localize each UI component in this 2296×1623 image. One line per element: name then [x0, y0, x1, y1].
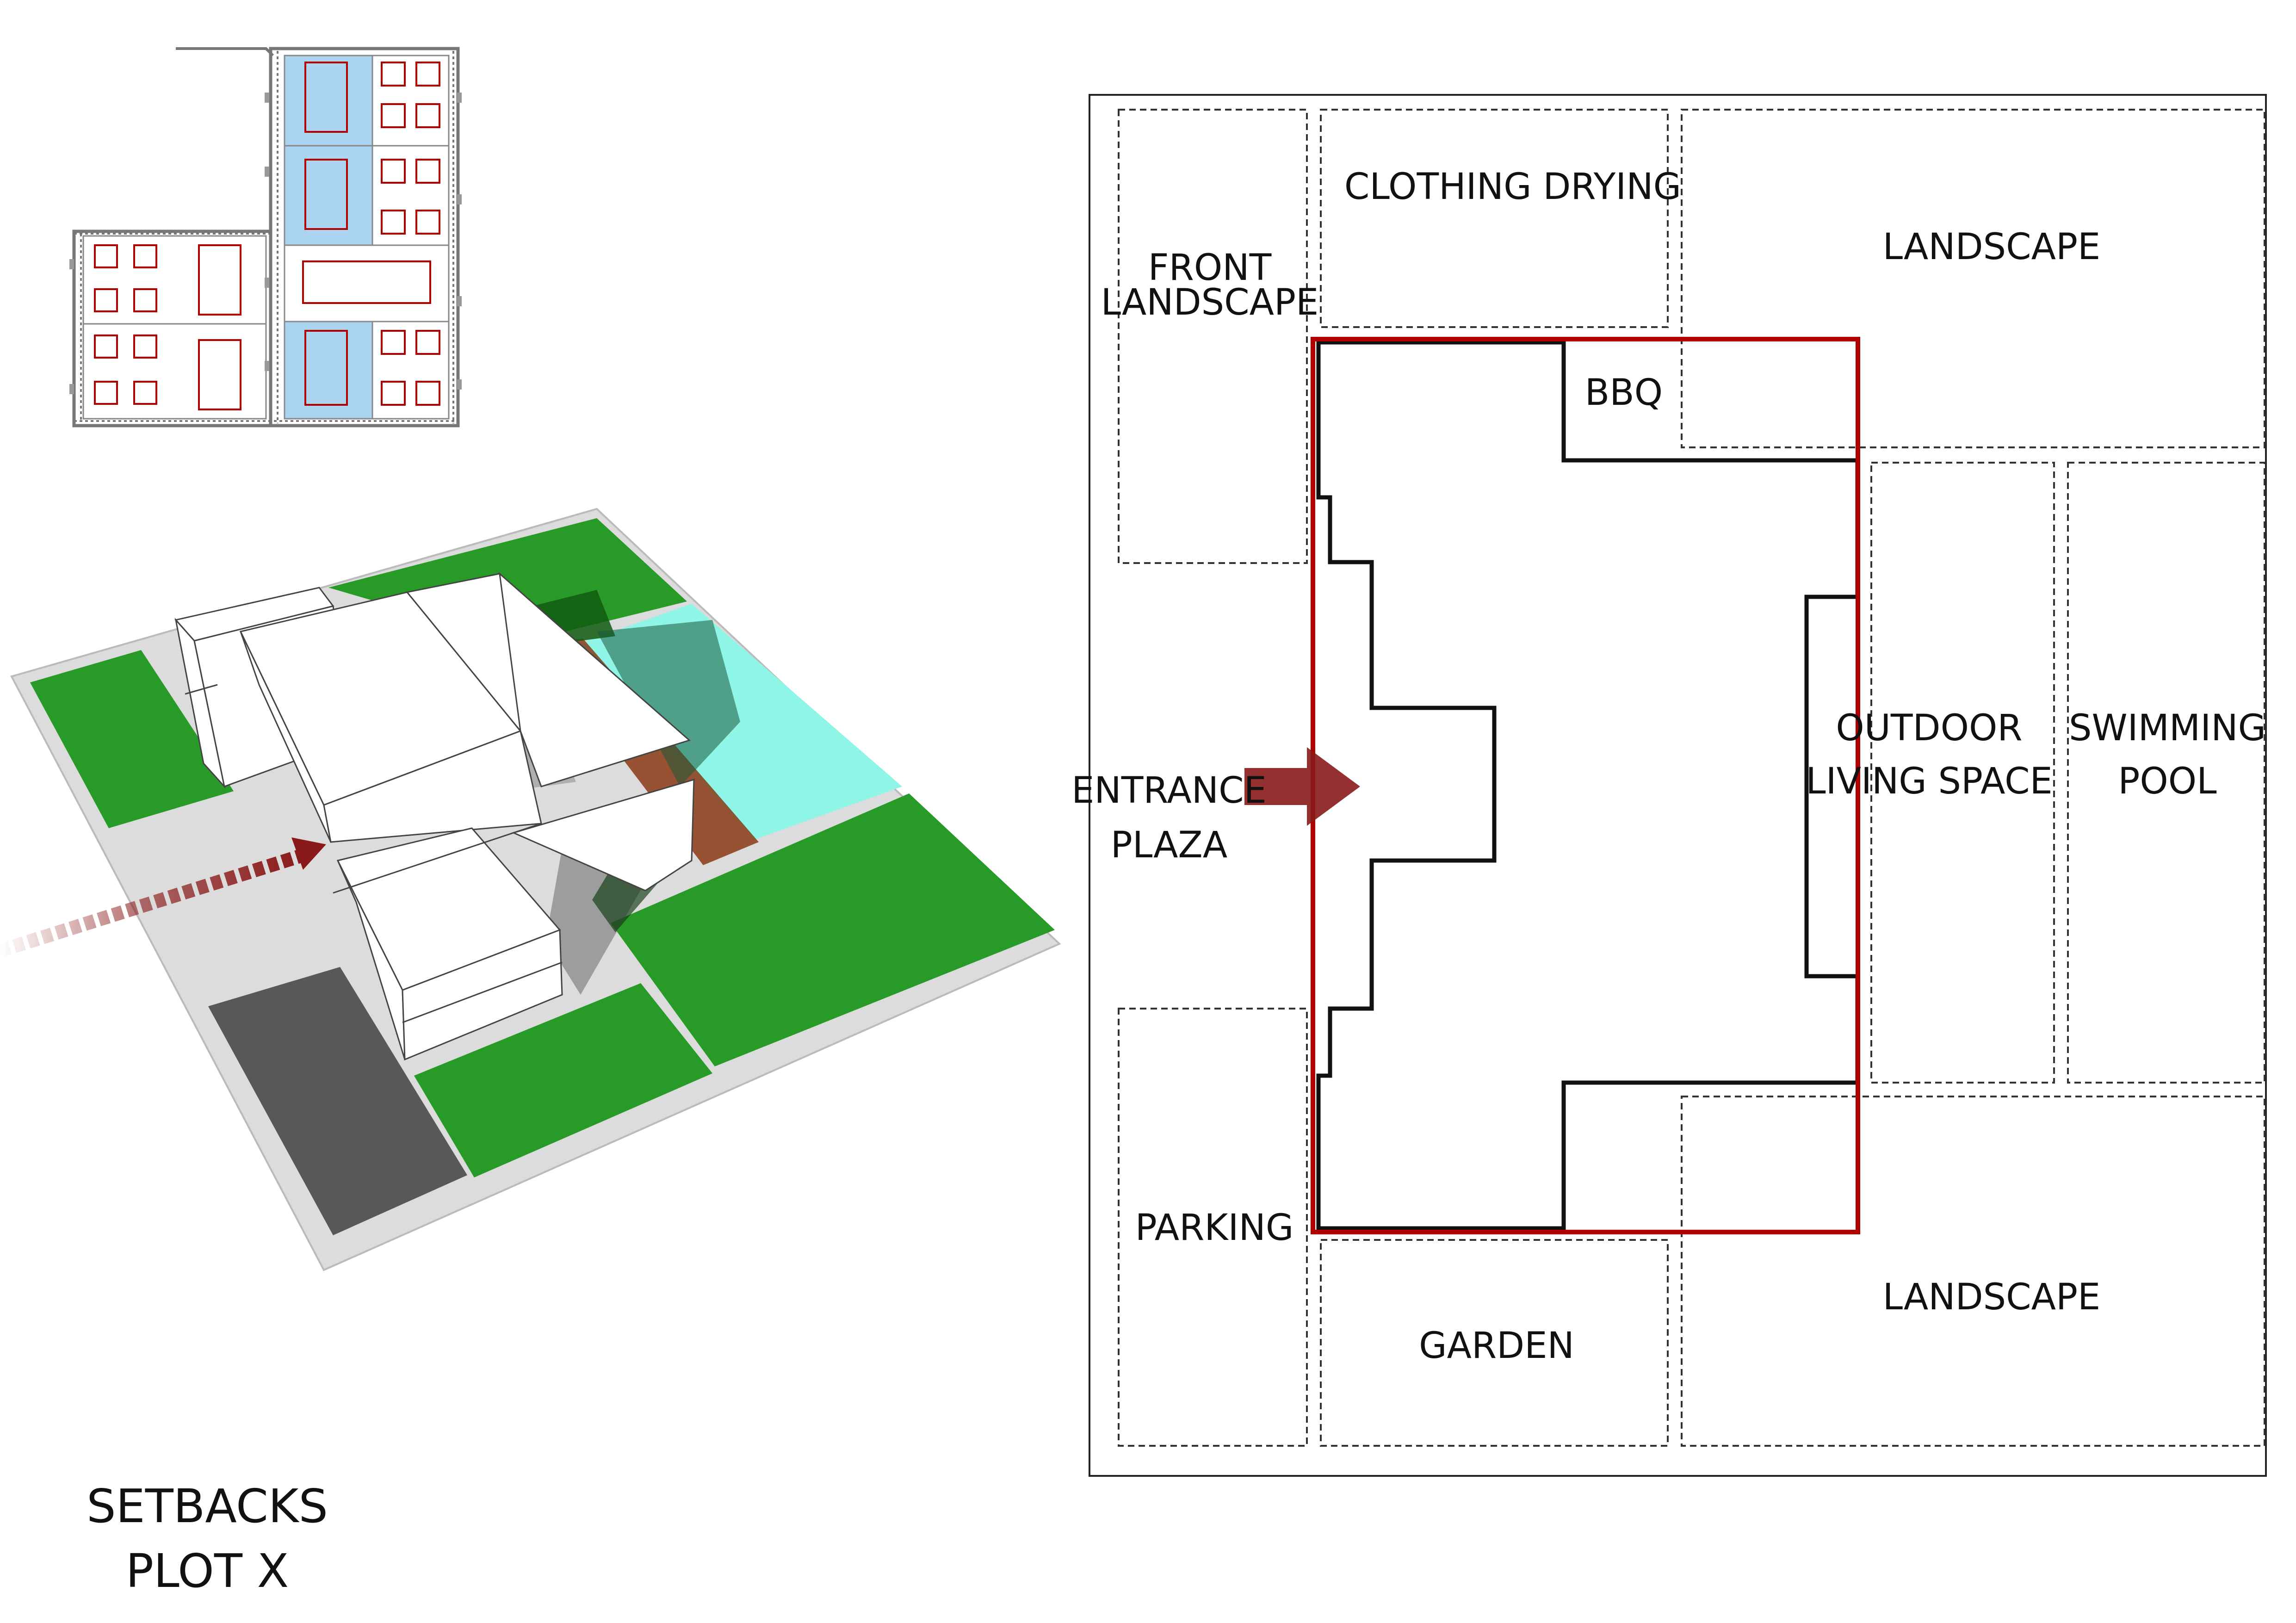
- zone-front-landscape: [1118, 109, 1308, 564]
- building-mass: [498, 572, 691, 787]
- title-line-2: PLOT X: [126, 1544, 289, 1598]
- label-swimming-pool: POOL: [2118, 761, 2217, 802]
- label-clothing-drying: CLOTHING DRYING: [1344, 166, 1681, 208]
- parking-area: [208, 967, 467, 1235]
- lawn-bottom: [414, 983, 712, 1177]
- building-mass: [402, 929, 563, 1061]
- label-outdoor-living: LIVING SPACE: [1806, 761, 2053, 802]
- label-entrance-plaza: PLAZA: [1111, 824, 1227, 866]
- key-unit-pool: [284, 145, 373, 246]
- label-entrance-plaza: ENTRANCE: [1071, 770, 1267, 812]
- label-garden: GARDEN: [1419, 1325, 1574, 1367]
- zone-labels: FRONT LANDSCAPE CLOTHING DRYING LANDSCAP…: [1071, 166, 2266, 1367]
- setback-plan: [1089, 94, 2267, 1477]
- label-front-landscape: FRONT: [1148, 247, 1272, 289]
- label-landscape-bottom: LANDSCAPE: [1883, 1276, 2101, 1318]
- lawn-front-left: [30, 650, 234, 828]
- label-swimming-pool: SWIMMING: [2069, 707, 2266, 749]
- label-bbq: BBQ: [1585, 372, 1663, 414]
- pergola-shadow: [597, 620, 740, 787]
- label-parking: PARKING: [1135, 1207, 1294, 1249]
- title-line-1: SETBACKS: [87, 1479, 328, 1533]
- key-unit-pool: [284, 321, 373, 420]
- building-footprint: [1316, 340, 1860, 1231]
- zone-landscape-top: [1681, 109, 2265, 448]
- plot-boundary: [1089, 94, 2267, 1477]
- entrance-arrow-icon: [1244, 747, 1360, 826]
- key-unit-pool: [284, 55, 373, 147]
- zone-parking: [1118, 1008, 1308, 1447]
- zone-landscape-bottom: [1681, 1096, 2265, 1447]
- zone-swimming-pool: [2067, 462, 2265, 1084]
- lawn-right: [611, 793, 1055, 1066]
- label-outdoor-living: OUTDOOR: [1836, 707, 2022, 749]
- zone-garden: [1320, 1239, 1669, 1447]
- label-landscape-top: LANDSCAPE: [1883, 226, 2101, 268]
- key-plan: [69, 47, 462, 427]
- zone-outdoor-living: [1870, 462, 2055, 1084]
- entrance-arrow-axonometric: [0, 849, 303, 958]
- key-unit: [284, 244, 450, 322]
- label-front-landscape: LANDSCAPE: [1101, 282, 1319, 323]
- axonometric-view: [0, 508, 1061, 1271]
- building-mass: [511, 778, 695, 892]
- entrance-arrowhead-icon: [291, 837, 326, 870]
- page-title: SETBACKS PLOT X: [87, 1479, 328, 1598]
- zone-clothing-drying: [1320, 109, 1669, 328]
- key-unit: [82, 235, 267, 325]
